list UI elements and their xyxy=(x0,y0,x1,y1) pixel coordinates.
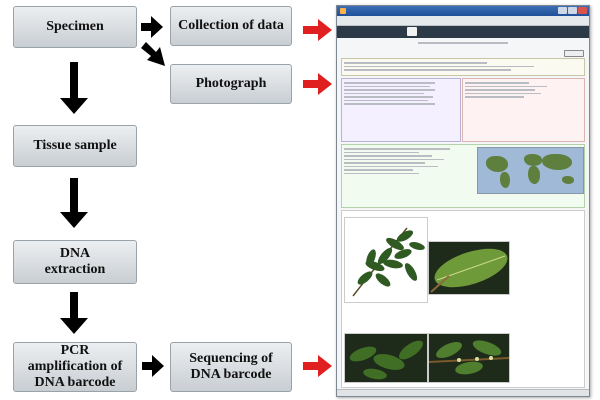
collection-of-data-label: Collection of data xyxy=(178,17,284,33)
specimen-photo-branch xyxy=(344,217,428,303)
dna-extraction-label: DNA extraction xyxy=(44,245,106,277)
browser-window-screenshot xyxy=(336,5,590,397)
red-arrow-collection xyxy=(303,19,332,41)
collection-of-data-box: Collection of data xyxy=(170,6,292,46)
specimen-photo-leaf-closeup xyxy=(428,241,510,295)
specimen-photo-leaves xyxy=(344,333,428,383)
arrow-diagonal-specimen-to-photograph xyxy=(141,42,165,66)
specimen-box: Specimen xyxy=(13,6,137,48)
pcr-amplification-box: PCR amplification of DNA barcode xyxy=(13,342,137,392)
dna-extraction-box: DNA extraction xyxy=(13,240,137,284)
world-map-image xyxy=(477,147,584,194)
arrow-right-pcr-to-sequencing xyxy=(142,355,164,377)
sequencing-label: Sequencing of DNA barcode xyxy=(189,350,273,382)
photograph-label: Photograph xyxy=(195,75,267,91)
pcr-amplification-label: PCR amplification of DNA barcode xyxy=(27,342,123,391)
taxonomy-section xyxy=(341,78,461,142)
red-arrow-sequencing xyxy=(303,355,332,377)
arrow-down-dna-to-pcr xyxy=(60,292,88,334)
specimen-photo-stem-buds xyxy=(428,333,510,383)
collection-data-section xyxy=(341,144,585,208)
sequencing-box: Sequencing of DNA barcode xyxy=(170,342,292,392)
arrow-right-specimen-to-collection xyxy=(141,16,163,38)
specimen-details-section xyxy=(462,78,585,142)
specimen-identifiers-section xyxy=(341,58,585,76)
photographs-section xyxy=(341,210,585,388)
red-arrow-photograph xyxy=(303,73,332,95)
specimen-label: Specimen xyxy=(46,18,104,34)
browser-status-bar xyxy=(337,389,589,396)
arrow-down-tissue-to-dna xyxy=(60,178,88,228)
tissue-sample-label: Tissue sample xyxy=(33,137,117,153)
edit-button xyxy=(564,50,584,57)
tissue-sample-box: Tissue sample xyxy=(13,125,137,167)
browser-title-bar xyxy=(337,6,589,16)
window-controls xyxy=(558,7,587,14)
browser-app-icon xyxy=(340,8,346,14)
address-bar xyxy=(337,16,589,26)
arrow-down-specimen-to-tissue xyxy=(60,62,88,114)
nav-tab xyxy=(407,27,417,36)
photograph-box: Photograph xyxy=(170,64,292,104)
page-title-line xyxy=(337,38,589,48)
site-header xyxy=(337,26,589,38)
